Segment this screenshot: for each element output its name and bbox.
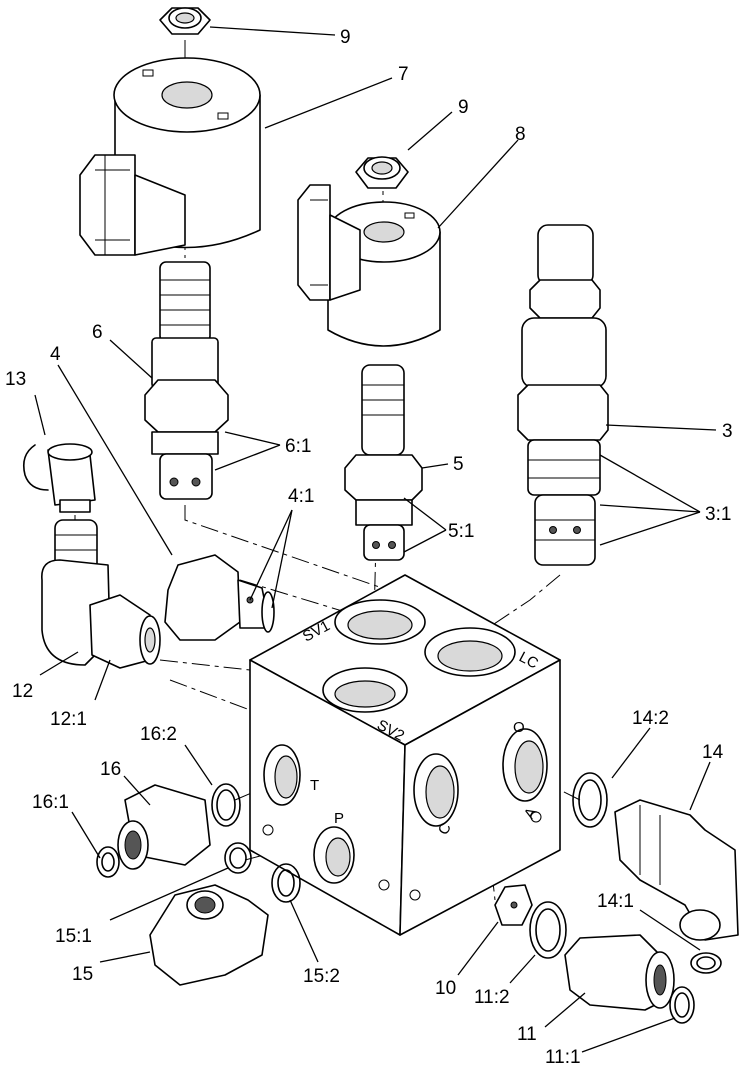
part-16-2-o-ring (211, 783, 241, 827)
part-14-1-o-ring (690, 952, 722, 974)
callout-12-1: 12:1 (50, 709, 87, 730)
leader-lines (34, 26, 717, 1053)
callout-3-1: 3:1 (705, 504, 731, 525)
part-13-dust-cap (22, 443, 96, 513)
part-11-2-o-ring (529, 901, 567, 959)
part-8-coil-small (297, 184, 441, 347)
callout-10: 10 (435, 978, 456, 999)
callout-9-top: 9 (340, 27, 351, 48)
part-4-cartridge-angled (164, 554, 275, 641)
callout-15: 15 (72, 964, 93, 985)
callout-7: 7 (398, 64, 409, 85)
part-16-straight-fitting (117, 784, 211, 870)
port-label-p: P (334, 810, 344, 827)
part-15-2-o-ring (271, 863, 301, 903)
callout-14-1: 14:1 (597, 891, 634, 912)
part-9-nut-top (159, 7, 211, 35)
callout-5: 5 (453, 454, 464, 475)
callout-14-2: 14:2 (632, 708, 669, 729)
part-11-1-o-ring (669, 986, 695, 1024)
callout-8: 8 (515, 124, 526, 145)
callout-16-1: 16:1 (32, 792, 69, 813)
part-12-elbow-fitting (41, 519, 161, 669)
callout-11-2: 11:2 (474, 987, 510, 1008)
callout-15-2: 15:2 (303, 966, 340, 987)
callout-6-1: 6:1 (285, 436, 311, 457)
part-14-2-o-ring (572, 772, 608, 828)
callout-labels: 9 7 9 8 6 6:1 13 4 4:1 5 5:1 3 3:1 12 12… (5, 27, 733, 1068)
callout-16: 16 (100, 759, 121, 780)
part-15-swivel-fitting (149, 884, 269, 986)
part-15-1-o-ring (224, 842, 252, 874)
callout-3: 3 (722, 421, 733, 442)
part-11-straight-fitting (564, 934, 675, 1011)
callout-14: 14 (702, 742, 724, 763)
part-5-valve-small (344, 364, 423, 561)
part-7-coil-large (79, 57, 261, 256)
callout-4-1: 4:1 (288, 486, 314, 507)
callout-11-1: 11:1 (545, 1047, 581, 1068)
part-6-valve-cartridge (144, 261, 229, 500)
port-label-o: O (513, 719, 525, 736)
part-3-relief-valve (517, 224, 609, 566)
part-16-1-o-ring (96, 846, 120, 878)
callout-4: 4 (50, 344, 61, 365)
part-14-elbow-fitting-right (614, 799, 739, 941)
part-10-plug (494, 884, 533, 926)
part-9-nut-second (355, 156, 409, 189)
callout-11: 11 (517, 1024, 537, 1045)
callout-5-1: 5:1 (448, 521, 474, 542)
callout-16-2: 16:2 (140, 724, 177, 745)
callout-6: 6 (92, 322, 103, 343)
callout-13: 13 (5, 369, 26, 390)
port-label-t: T (310, 777, 319, 794)
callout-9-second: 9 (458, 97, 469, 118)
manifold-block (249, 574, 561, 936)
callout-15-1: 15:1 (55, 926, 92, 947)
callout-12: 12 (12, 681, 33, 702)
